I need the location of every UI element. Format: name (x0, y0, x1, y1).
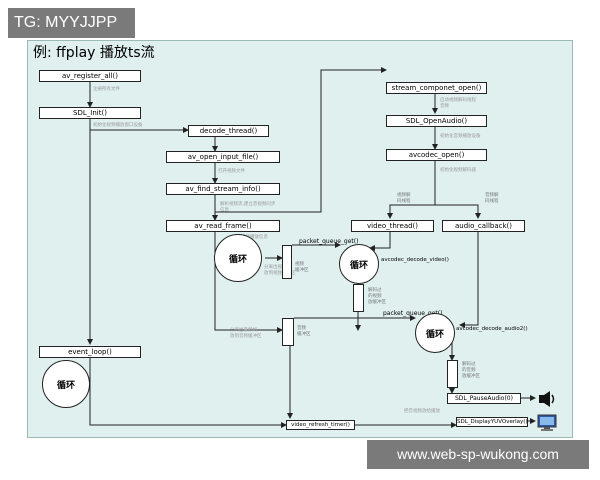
note-init-video-window: 初始化视频播放窗口设备 (93, 123, 143, 128)
node-avcodec-open: avcodec_open() (386, 149, 487, 161)
note-audio-decode-thread: 音频解 码线程 (485, 193, 499, 204)
label-packet-queue-get-audio: packet_queue_get() (383, 310, 443, 317)
node-av-register-all: av_register_all() (39, 70, 141, 82)
note-video-buffer: 视频 缓冲区 (295, 262, 309, 273)
loop-event: 循环 (42, 360, 90, 408)
note-register-files: 注册所有文件 (93, 87, 120, 92)
note-decoded-audio: 解码过 的音频 放缓冲区 (462, 362, 480, 379)
note-decoded-video: 解码过 的视频 放缓冲区 (368, 288, 386, 305)
note-video-decode-thread: 视频解 码线程 (397, 193, 411, 204)
tag-overlay: TG: MYYJJPP (8, 8, 135, 38)
node-stream-componet-open: stream_componet_open() (386, 82, 487, 94)
node-sdl-displayyuvoverlay: SDL_DisplayYUVOverlay() (456, 417, 528, 427)
video-buffer (282, 245, 292, 279)
note-send-to-play: 把音视频放给播放 (404, 409, 440, 414)
node-video-refresh-timer: video_refresh_timer() (286, 420, 355, 430)
note-init-audio-device: 初始化音频播放设备 (440, 134, 481, 139)
loop-read: 循环 (214, 234, 262, 282)
loop-video-decode: 循环 (339, 244, 379, 284)
diagram-title: 例: ffplay 播放ts流 (33, 45, 155, 61)
note-open-video-file: 打开视频文件 (218, 169, 245, 174)
note-start-decode-thread: 启动视频解码线程 音频 (440, 98, 476, 109)
node-sdl-init: SDL_Init() (39, 107, 141, 119)
label-avcodec-decode-audio2: avcodec_decode_audio2() (456, 326, 528, 332)
node-av-read-frame: av_read_frame() (166, 220, 280, 232)
note-audio-buffer: 音频 缓冲区 (297, 326, 311, 337)
speaker-icon (539, 391, 555, 407)
site-overlay: www.web-sp-wukong.com (367, 440, 589, 469)
note-audio-frames: 分离出音频帧 放到音频缓冲区 (230, 328, 262, 339)
audio-buffer (282, 318, 294, 346)
note-video-frames: 分离出视频帧 放到视频缓冲区 (264, 265, 296, 276)
decoded-video-buffer (353, 284, 364, 312)
node-video-thread: video_thread() (351, 220, 434, 232)
node-audio-callback: audio_callback() (442, 220, 525, 232)
label-avcodec-decode-video: avcodec_decode_video() (381, 257, 449, 263)
node-event-loop: event_loop() (39, 346, 141, 358)
diagram-panel (27, 40, 573, 438)
note-parse-stream: 解析视频流,建立音视频同步 信息 (220, 202, 276, 213)
node-sdl-pauseaudio: SDL_PauseAudio(0) (447, 393, 521, 404)
note-init-video-decoder: 初始化视频解码器 (440, 168, 476, 173)
label-packet-queue-get-video: packet_queue_get() (299, 238, 359, 245)
node-sdl-openaudio: SDL_OpenAudio() (386, 115, 487, 127)
node-av-find-stream-info: av_find_stream_info() (166, 183, 280, 195)
monitor-icon (537, 414, 557, 431)
node-av-open-input-file: av_open_input_file() (166, 151, 280, 163)
decoded-audio-buffer (447, 360, 458, 388)
loop-audio-decode: 循环 (415, 313, 455, 353)
node-decode-thread: decode_thread() (188, 125, 269, 137)
